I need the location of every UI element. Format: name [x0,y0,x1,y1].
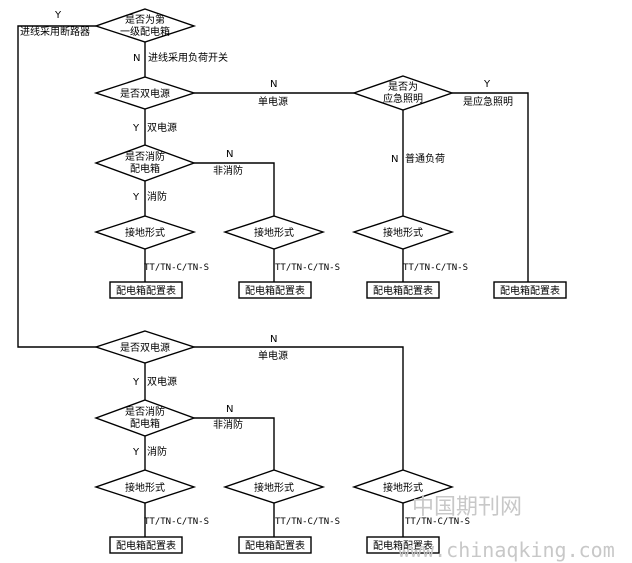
connector-non-fire-1 [194,162,275,216]
result-box-2-text: 配电箱配置表 [245,284,305,297]
decision-grounding-4: 接地形式 [93,469,197,504]
result-box-6: 配电箱配置表 [238,536,312,554]
decision-first-level-line2: 一级配电箱 [120,25,170,38]
connector-single-power-2 [194,346,404,470]
result-box-1: 配电箱配置表 [109,281,183,299]
label-grounding-types-2: TT/TN-C/TN-S [275,263,340,273]
decision-emergency-line2: 应急照明 [383,92,423,105]
connector-lines [17,25,529,537]
edge-labels: Y 进线采用断路器 N 进线采用负荷开关 N 单电源 Y 是应急照明 N 普通负… [20,10,513,527]
label-n-single-1: N [270,79,277,90]
label-single-power-1: 单电源 [258,95,288,108]
decision-grounding-6-text: 接地形式 [383,481,423,494]
decision-fire-box-1: 是否消防 配电箱 [93,144,197,182]
label-non-fire-1: 非消防 [213,164,243,177]
decision-grounding-1: 接地形式 [93,215,197,250]
decision-fire-box-2-line2: 配电箱 [130,417,160,430]
label-single-power-2: 单电源 [258,349,288,362]
decision-fire-box-1-line1: 是否消防 [125,150,165,163]
decision-dual-power-2-text: 是否双电源 [120,341,170,354]
label-grounding-types-6: TT/TN-C/TN-S [405,517,470,527]
label-dual-2: 双电源 [147,375,177,388]
result-box-2: 配电箱配置表 [238,281,312,299]
decision-first-level-line1: 是否为第 [125,13,165,26]
label-is-emergency: 是应急照明 [463,95,513,108]
decision-dual-power-2: 是否双电源 [93,330,197,364]
decision-fire-box-2: 是否消防 配电箱 [93,399,197,437]
label-fire-2: 消防 [147,445,167,458]
decision-grounding-3-text: 接地形式 [383,226,423,239]
connector-emergency-yes [452,92,529,282]
label-normal-load: 普通负荷 [405,152,445,165]
watermark-url: www.chinaqking.com [398,538,615,562]
label-fire-1: 消防 [147,190,167,203]
watermark-cn: 中国期刊网 [412,495,522,520]
decision-first-level-box: 是否为第 一级配电箱 [93,8,197,43]
label-grounding-types-3: TT/TN-C/TN-S [403,263,468,273]
decision-fire-box-2-line1: 是否消防 [125,405,165,418]
label-dual-1: 双电源 [147,121,177,134]
result-box-1-text: 配电箱配置表 [116,284,176,297]
decision-grounding-6: 接地形式 [351,469,455,504]
decision-dual-power-1: 是否双电源 [93,76,197,110]
decision-emergency-line1: 是否为 [388,81,418,93]
label-y-breaker: Y [54,10,62,21]
result-box-5: 配电箱配置表 [109,536,183,554]
label-breaker: 进线采用断路器 [20,25,90,38]
connector-non-fire-2 [194,417,275,470]
label-y-dual-1: Y [132,123,140,134]
decision-grounding-2-text: 接地形式 [254,226,294,239]
decision-grounding-5-text: 接地形式 [254,481,294,494]
decision-grounding-1-text: 接地形式 [125,226,165,239]
result-box-4-text: 配电箱配置表 [500,284,560,297]
label-y-fire-1: Y [132,192,140,203]
decision-fire-box-1-line2: 配电箱 [130,162,160,175]
label-n-non-fire-1: N [226,149,233,160]
decision-grounding-3: 接地形式 [351,215,455,250]
label-load-switch: 进线采用负荷开关 [148,51,228,64]
result-box-3: 配电箱配置表 [366,281,440,299]
label-grounding-types-4: TT/TN-C/TN-S [144,517,209,527]
label-n-single-2: N [270,334,277,345]
result-box-7: 配电箱配置表 [366,536,440,554]
label-grounding-types-5: TT/TN-C/TN-S [275,517,340,527]
label-y-emergency: Y [483,79,491,90]
result-box-3-text: 配电箱配置表 [373,284,433,297]
label-n-load-switch: N [133,53,140,64]
decision-grounding-5: 接地形式 [222,469,326,504]
label-n-normal: N [391,154,398,165]
decision-grounding-2: 接地形式 [222,215,326,250]
result-box-5-text: 配电箱配置表 [116,539,176,552]
decision-grounding-4-text: 接地形式 [125,481,165,494]
label-non-fire-2: 非消防 [213,418,243,431]
decision-emergency-lighting: 是否为 应急照明 [351,75,455,111]
decision-dual-power-1-text: 是否双电源 [120,87,170,100]
label-y-dual-2: Y [132,377,140,388]
watermark: 中国期刊网 www.chinaqking.com [398,495,615,562]
result-box-6-text: 配电箱配置表 [245,539,305,552]
connector-breaker-branch [17,25,96,348]
label-y-fire-2: Y [132,447,140,458]
result-box-7-text: 配电箱配置表 [373,539,433,552]
label-n-non-fire-2: N [226,404,233,415]
result-box-4: 配电箱配置表 [493,281,567,299]
label-grounding-types-1: TT/TN-C/TN-S [144,263,209,273]
